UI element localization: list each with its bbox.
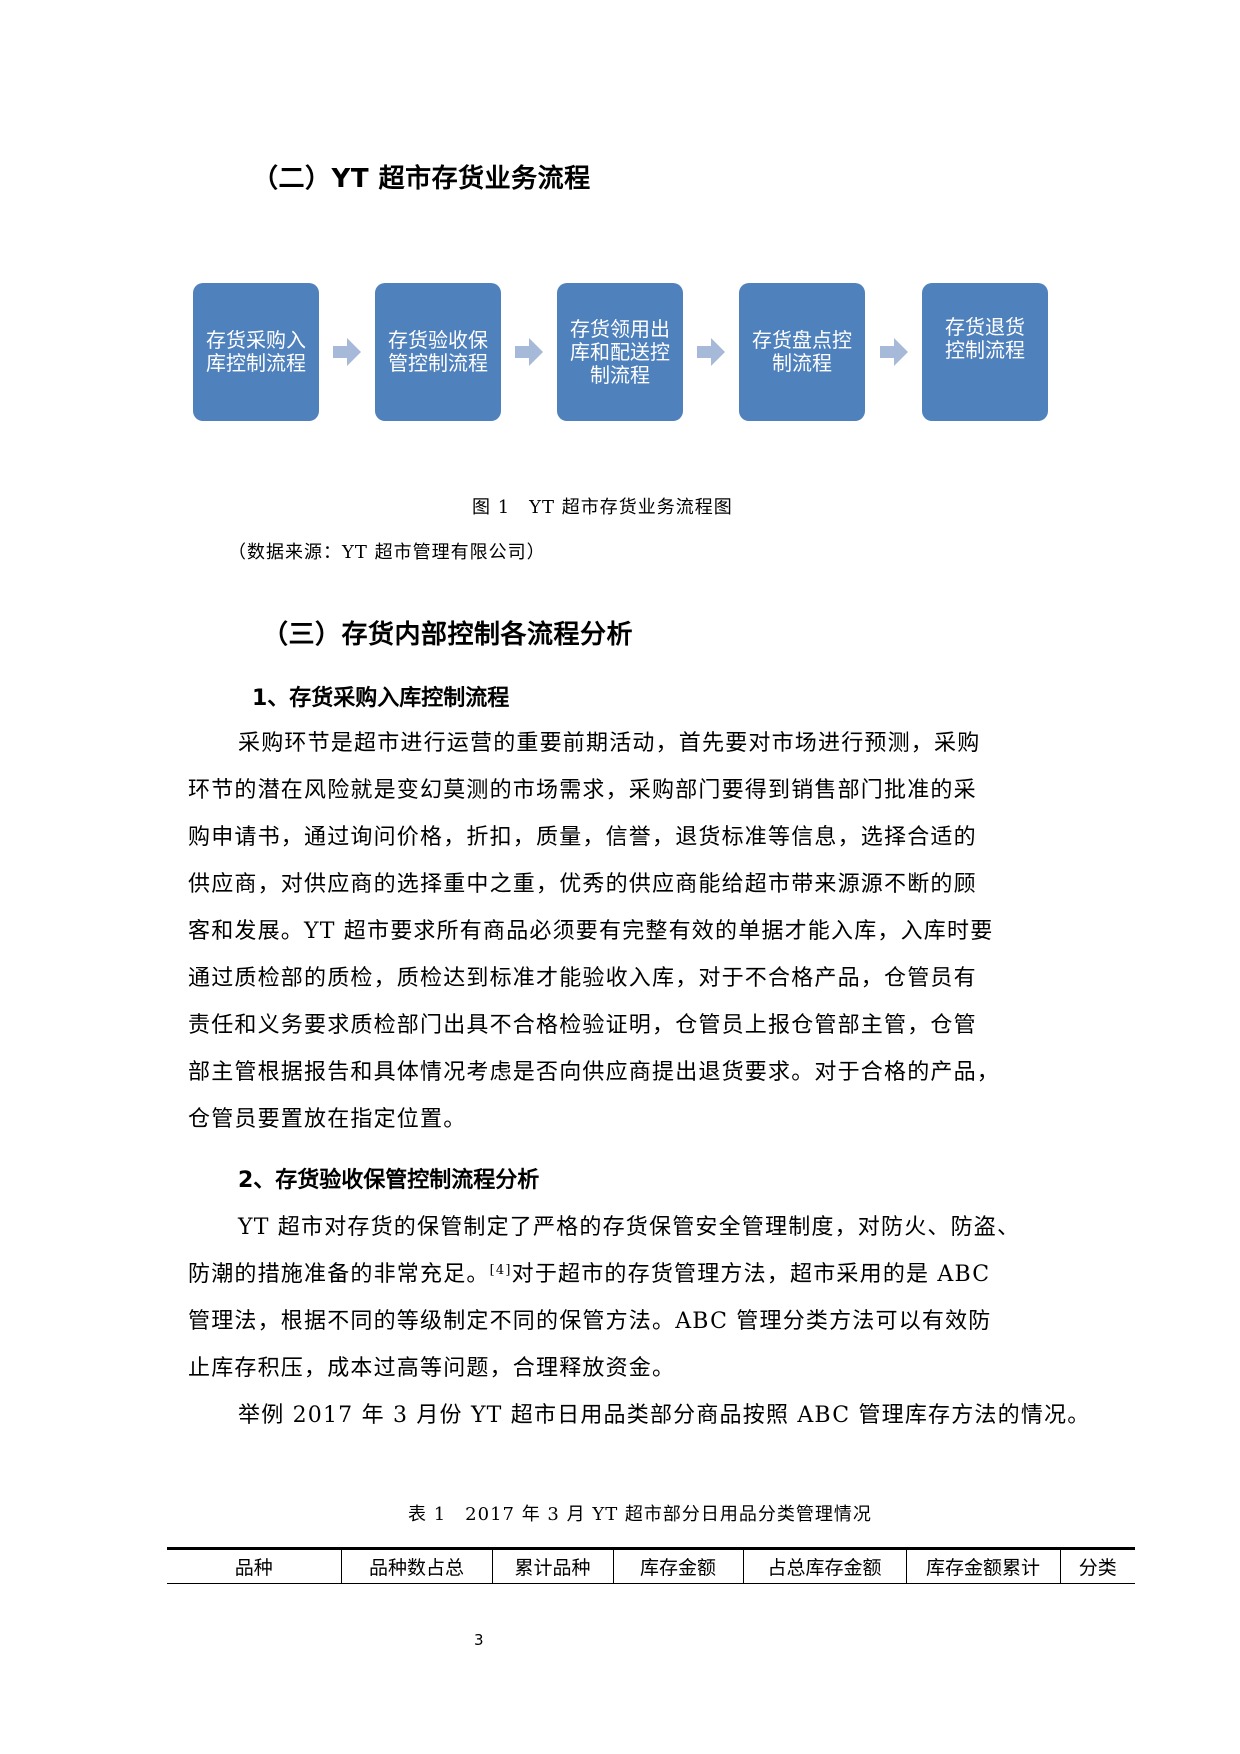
flow-step-return: 存货退货 控制流程 — [922, 283, 1048, 421]
flow-step-text: 存货盘点控 — [752, 328, 852, 352]
subsection-heading-2: 2、存货验收保管控制流程分析 — [238, 1168, 540, 1193]
flow-step-text: 库控制流程 — [206, 351, 306, 375]
col-header-variety: 品种 — [167, 1547, 341, 1584]
col-header-variety-share: 品种数占总 — [340, 1547, 492, 1584]
arrow-right-icon — [515, 338, 543, 366]
section-heading-2: （二）YT 超市存货业务流程 — [252, 164, 591, 194]
flow-step-text: 控制流程 — [945, 338, 1025, 362]
citation-ref[interactable]: [4] — [489, 1263, 512, 1278]
text-line: 防潮的措施准备的非常充足。[4]对于超市的存货管理方法，超市采用的是 ABC — [188, 1251, 1048, 1298]
text-line: 客和发展。YT 超市要求所有商品必须要有完整有效的单据才能入库，入库时要 — [188, 919, 994, 944]
flow-step-issue-delivery: 存货领用出 库和配送控 制流程 — [557, 283, 683, 421]
text-line: 供应商，对供应商的选择重中之重，优秀的供应商能给超市带来源源不断的顾 — [188, 872, 977, 897]
text-line: 举例 2017 年 3 月份 YT 超市日用品类部分商品按照 ABC 管理库存方… — [238, 1403, 1091, 1428]
figure-caption: 图 1 YT 超市存货业务流程图 — [472, 497, 733, 518]
text-line: 仓管员要置放在指定位置。 — [188, 1107, 467, 1132]
flow-step-stocktake: 存货盘点控 制流程 — [739, 283, 865, 421]
table-caption: 表 1 2017 年 3 月 YT 超市部分日用品分类管理情况 — [408, 1504, 872, 1525]
figure-source: （数据来源：YT 超市管理有限公司） — [228, 542, 546, 563]
flow-step-text: 管控制流程 — [388, 351, 488, 375]
text-fragment: 对于超市的存货管理方法，超市采用的是 ABC — [511, 1262, 991, 1287]
flow-step-text: 存货采购入 — [206, 328, 306, 352]
text-line: 购申请书，通过询问价格，折扣，质量，信誉，退货标准等信息，选择合适的 — [188, 825, 977, 850]
subsection-heading-1: 1、存货采购入库控制流程 — [252, 686, 510, 711]
col-header-amount-share: 占总库存金额 — [742, 1547, 906, 1584]
col-header-cumulative-amount: 库存金额累计 — [905, 1547, 1060, 1584]
text-line: 责任和义务要求质检部门出具不合格检验证明，仓管员上报仓管部主管，仓管 — [188, 1013, 977, 1038]
section-heading-3: （三）存货内部控制各流程分析 — [262, 620, 634, 650]
page-number: 3 — [474, 1631, 484, 1649]
col-header-cumulative-variety: 累计品种 — [491, 1547, 613, 1584]
inventory-classification-table: 品种 品种数占总 累计品种 库存金额 占总库存金额 库存金额累计 分类 — [167, 1547, 1135, 1584]
col-header-inventory-amount: 库存金额 — [612, 1547, 743, 1584]
text-fragment: 防潮的措施准备的非常充足。 — [188, 1262, 490, 1287]
arrow-right-icon — [333, 338, 361, 366]
arrow-right-icon — [697, 338, 725, 366]
col-header-category: 分类 — [1059, 1547, 1135, 1584]
text-line: YT 超市对存货的保管制定了严格的存货保管安全管理制度，对防火、防盗、 — [238, 1215, 1021, 1240]
flow-step-text: 制流程 — [590, 362, 650, 387]
table-header-row: 品种 品种数占总 累计品种 库存金额 占总库存金额 库存金额累计 分类 — [167, 1547, 1135, 1584]
text-line: 通过质检部的质检，质检达到标准才能验收入库，对于不合格产品，仓管员有 — [188, 966, 977, 991]
paragraph-storage: YT 超市对存货的保管制定了严格的存货保管安全管理制度，对防火、防盗、 防潮的措… — [188, 1204, 1091, 1439]
flow-step-text: 库和配送控 — [570, 339, 670, 364]
text-line: 环节的潜在风险就是变幻莫测的市场需求，采购部门要得到销售部门批准的采 — [188, 778, 977, 803]
flow-step-text: 存货领用出 — [570, 316, 670, 341]
flow-step-text: 制流程 — [772, 351, 832, 375]
flow-step-text: 存货退货 — [945, 315, 1025, 339]
flow-step-text: 存货验收保 — [388, 328, 488, 352]
flow-step-acceptance: 存货验收保 管控制流程 — [375, 283, 501, 421]
text-line: 采购环节是超市进行运营的重要前期活动，首先要对市场进行预测，采购 — [238, 731, 981, 756]
arrow-right-icon — [880, 338, 908, 366]
flow-step-purchase: 存货采购入 库控制流程 — [193, 283, 319, 421]
paragraph-purchase: 采购环节是超市进行运营的重要前期活动，首先要对市场进行预测，采购 环节的潜在风险… — [188, 720, 1048, 1143]
text-line: 止库存积压，成本过高等问题，合理释放资金。 — [188, 1356, 676, 1381]
text-line: 管理法，根据不同的等级制定不同的保管方法。ABC 管理分类方法可以有效防 — [188, 1309, 992, 1334]
text-line: 部主管根据报告和具体情况考虑是否向供应商提出退货要求。对于合格的产品， — [188, 1060, 1001, 1085]
